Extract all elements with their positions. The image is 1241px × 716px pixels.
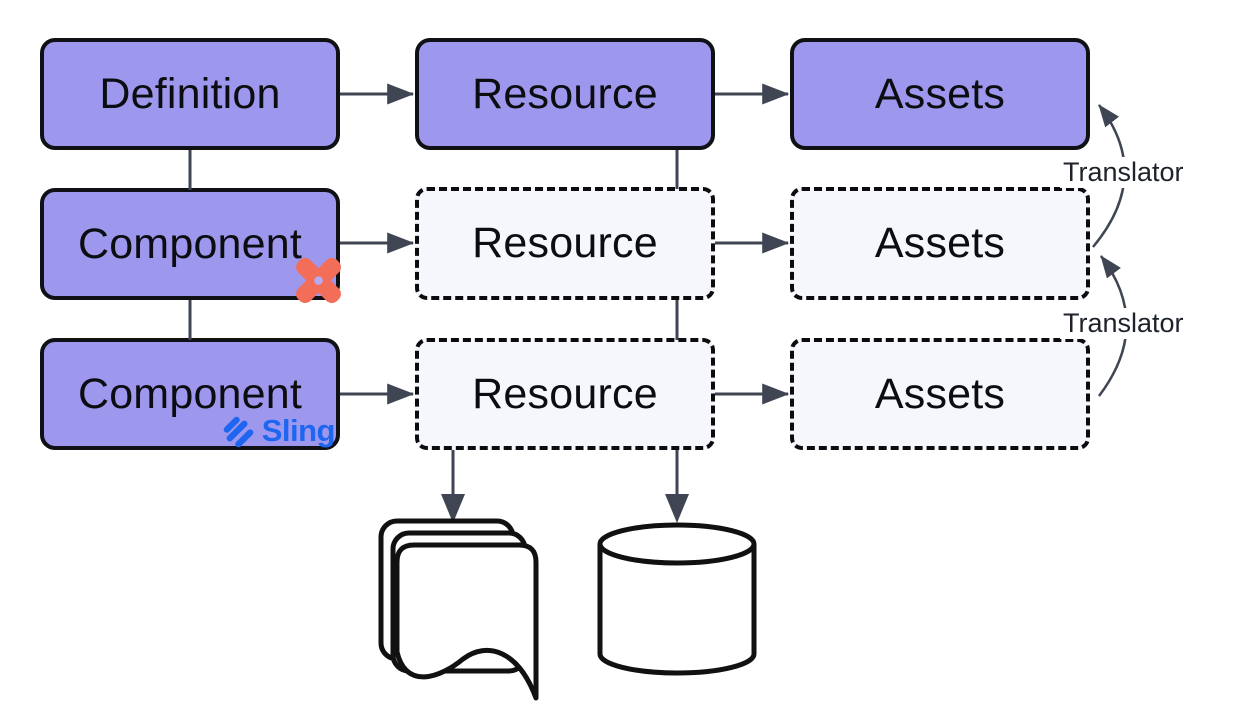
node-component-mid-label: Component — [77, 219, 303, 268]
node-definition: Definition — [40, 38, 340, 150]
node-resource-bottom-label: Resource — [472, 369, 658, 418]
translator-arrows — [1092, 104, 1128, 397]
node-assets-bottom: Assets — [790, 338, 1090, 450]
node-assets-top: Assets — [790, 38, 1090, 150]
pinwheel-x-icon — [296, 258, 341, 303]
translator-label-bottom: Translator — [1060, 308, 1187, 339]
database-cylinder-icon — [597, 522, 757, 676]
node-assets-mid: Assets — [790, 187, 1090, 300]
sling-logo-label: Sling — [261, 413, 336, 448]
node-assets-top-label: Assets — [874, 69, 1006, 118]
node-definition-label: Definition — [99, 69, 281, 118]
document-page-front — [394, 542, 539, 701]
node-component-mid: Component — [40, 188, 341, 303]
sling-logo: Sling — [220, 413, 336, 449]
document-stack-icon — [378, 518, 539, 701]
node-resource-top: Resource — [415, 38, 715, 150]
arrowhead-documents — [441, 494, 465, 523]
sling-icon — [223, 416, 254, 447]
down-arrowheads — [441, 494, 689, 523]
node-assets-mid-label: Assets — [874, 219, 1006, 267]
arrowhead-database — [665, 494, 689, 523]
node-resource-mid: Resource — [415, 187, 715, 300]
node-resource-bottom: Resource — [415, 338, 715, 450]
node-assets-bottom-label: Assets — [874, 369, 1006, 418]
node-resource-mid-label: Resource — [472, 219, 658, 267]
document-page-back — [378, 518, 516, 662]
node-component-bottom: Component Sling — [40, 338, 340, 450]
node-component-bottom-label: Component — [77, 369, 303, 418]
translator-label-top: Translator — [1060, 157, 1187, 188]
document-page-middle — [390, 530, 528, 674]
node-resource-top-label: Resource — [472, 69, 658, 118]
database-body — [597, 544, 757, 676]
database-top — [597, 522, 757, 566]
